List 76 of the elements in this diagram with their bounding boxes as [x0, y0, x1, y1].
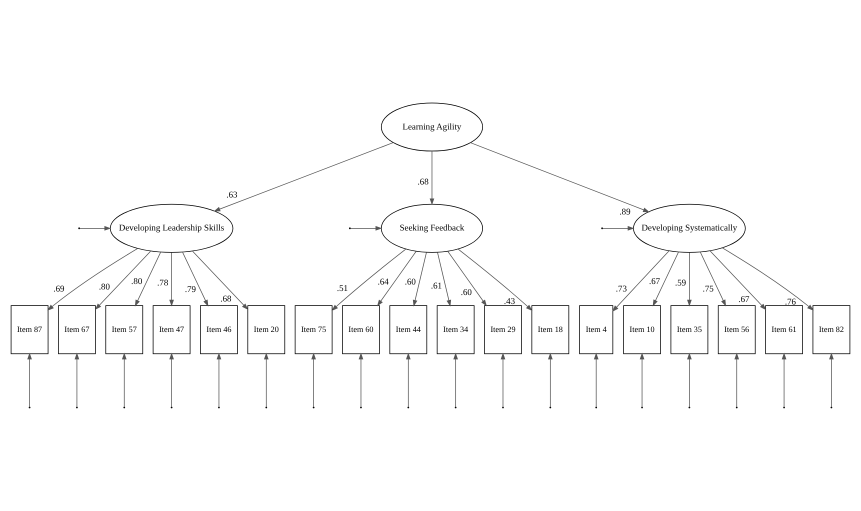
node-box: Item 29 [484, 305, 522, 354]
arrow [640, 352, 644, 408]
arrow [470, 142, 650, 212]
edge-label: .60 [460, 286, 472, 297]
arrow [458, 248, 532, 311]
edge-label: .51 [336, 283, 348, 294]
arrow [447, 250, 487, 306]
node-box: Item 61 [765, 305, 803, 354]
edge-label: .80 [98, 281, 110, 292]
arrow [722, 248, 814, 311]
edge-label: .78 [157, 278, 168, 288]
node-box: Item 60 [342, 305, 380, 354]
edge-label: .64 [378, 276, 389, 287]
node-box: Item 34 [436, 305, 474, 354]
node-box: Item 56 [718, 305, 756, 354]
node-box: Item 10 [623, 305, 661, 354]
edge-label: .60 [404, 276, 416, 286]
arrow [406, 352, 411, 408]
edge-label: .67 [649, 276, 660, 286]
arrow [500, 352, 506, 408]
arrow [548, 352, 553, 408]
arrow [358, 352, 364, 408]
node-box: Item 44 [389, 305, 428, 354]
arrow [437, 252, 452, 307]
arrow [47, 248, 138, 311]
edge-label: .61 [430, 280, 442, 291]
arrow [412, 252, 427, 307]
node-ellipse: Seeking Feedback [380, 204, 484, 253]
arrow [192, 250, 248, 310]
arrow [182, 252, 208, 307]
edge-label: .67 [738, 294, 750, 304]
arrow [94, 250, 152, 310]
arrow [453, 352, 458, 408]
node-box: Item 35 [670, 305, 708, 354]
arrow [350, 226, 382, 231]
node-box: Item 67 [58, 305, 96, 354]
node-box: Item 18 [531, 305, 570, 354]
node-box: Item 87 [10, 305, 48, 354]
arrow [652, 252, 679, 306]
arrow [214, 142, 394, 212]
node-box: Item 75 [294, 305, 332, 354]
edge-label: .79 [184, 284, 196, 294]
arrow [311, 352, 316, 408]
edge-label: .73 [616, 283, 627, 294]
edge-label: .69 [53, 283, 65, 294]
edge-label: .80 [131, 276, 142, 286]
edge-label: .76 [784, 296, 796, 307]
edge-label: .43 [504, 296, 516, 306]
node-ellipse: Developing Leadership Skills [110, 204, 234, 253]
edge-label: .63 [226, 189, 238, 200]
node-box: Item 57 [105, 305, 144, 354]
node-box: Item 46 [200, 305, 238, 354]
edge-label: .68 [220, 294, 232, 304]
node-box: Item 82 [812, 305, 850, 354]
arrow [169, 252, 174, 306]
node-box: Item 4 [579, 305, 614, 354]
node-box: Item 20 [247, 305, 286, 354]
arrow [216, 352, 222, 408]
edge-label: .59 [674, 278, 686, 288]
node-box: Item 47 [152, 305, 190, 354]
arrow [612, 250, 670, 312]
edge-label: .68 [418, 176, 429, 186]
arrow [602, 226, 634, 231]
arrow [377, 250, 417, 306]
arrow [80, 226, 112, 231]
edge-label: .75 [702, 284, 714, 294]
arrow [594, 352, 599, 408]
node-ellipse: Learning Agility [380, 102, 484, 152]
arrow [134, 252, 161, 307]
arrow [710, 250, 766, 310]
arrow [700, 252, 726, 306]
arrow [687, 252, 692, 306]
node-ellipse: Developing Systematically [633, 204, 746, 253]
edge-label: .89 [619, 206, 631, 216]
arrow [430, 150, 434, 206]
arrow [332, 248, 406, 311]
